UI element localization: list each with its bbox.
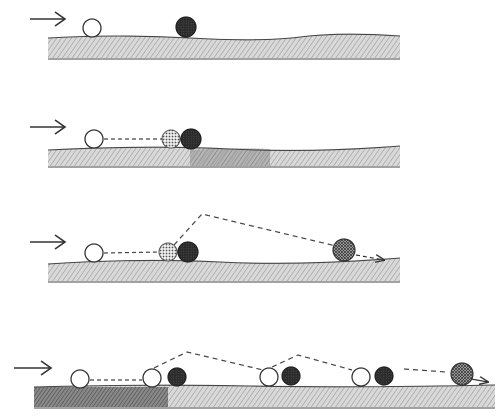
target-ball xyxy=(175,16,197,38)
ground-strip xyxy=(48,258,400,281)
arrow-right-icon xyxy=(30,119,67,135)
cue-ball-landing xyxy=(450,362,474,386)
ground-surface-line xyxy=(47,257,401,265)
arrow-head-icon xyxy=(355,255,384,260)
target-ball xyxy=(180,128,202,150)
bounce-trajectory-1 xyxy=(153,351,264,371)
arrow-right-icon xyxy=(30,11,67,27)
cue-ball-start xyxy=(84,129,104,149)
arrow-head-icon xyxy=(470,379,488,382)
ground-strip xyxy=(48,34,400,58)
cue-ball-impact xyxy=(161,129,181,149)
cue-path-dashed xyxy=(103,251,161,254)
panel-4 xyxy=(14,351,496,409)
cue-ball xyxy=(82,18,102,38)
target-ball-2 xyxy=(281,366,301,386)
arrow-right-icon xyxy=(14,360,53,376)
bounce-trajectory-dashed xyxy=(173,213,337,247)
panel-1 xyxy=(30,11,401,60)
ground-surface-line xyxy=(33,384,496,388)
cue-ball-landing xyxy=(332,238,356,262)
cue-ball-impact-2 xyxy=(259,367,279,387)
arrow-right-icon xyxy=(30,234,67,250)
cue-ball-impact xyxy=(158,242,178,262)
panel-2 xyxy=(30,119,401,168)
cue-ball-start xyxy=(84,243,104,263)
cue-ball-start xyxy=(70,369,90,389)
target-ball-1 xyxy=(167,367,187,387)
cue-ball-impact-1 xyxy=(142,368,162,388)
target-ball-3 xyxy=(374,366,394,386)
bounce-trajectory-2 xyxy=(271,354,353,371)
bounce-trajectory-3 xyxy=(403,368,447,373)
cue-ball-impact-3 xyxy=(351,367,371,387)
ground-surface-line xyxy=(47,33,401,41)
ground-dark-patch xyxy=(34,387,168,407)
panel-3 xyxy=(30,213,401,283)
ground-surface-line xyxy=(47,145,401,152)
ground-dark-patch xyxy=(190,148,270,166)
target-ball xyxy=(177,241,199,263)
